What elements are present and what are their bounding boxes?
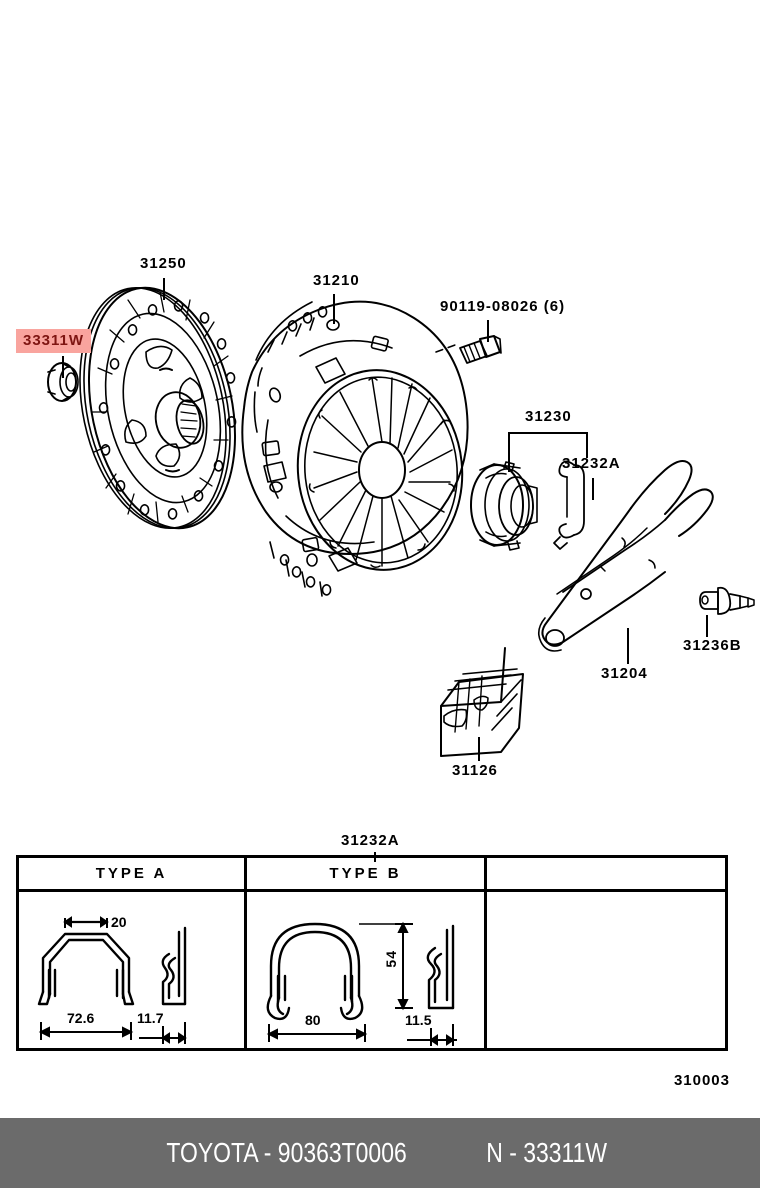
leader-31232a xyxy=(592,478,594,500)
leader-31126 xyxy=(478,737,480,761)
callout-31204[interactable]: 31204 xyxy=(601,665,648,682)
callout-31250[interactable]: 31250 xyxy=(140,255,187,272)
type-a-dim-72-6: 72.6 xyxy=(67,1010,95,1026)
empty-panel-header xyxy=(487,858,725,892)
type-a-header: TYPE A xyxy=(19,858,244,892)
empty-panel-body xyxy=(487,892,725,1048)
type-b-dim-11-5: 11.5 xyxy=(405,1012,432,1028)
type-a-dim-11-7: 11.7 xyxy=(137,1010,164,1026)
callout-31210[interactable]: 31210 xyxy=(313,272,360,289)
highlight-part-33311w[interactable]: 33311W xyxy=(16,329,92,353)
leader-31230-left xyxy=(508,432,510,472)
callout-31230[interactable]: 31230 xyxy=(525,408,572,425)
exploded-view-drawing xyxy=(47,286,755,757)
type-a-dim-20: 20 xyxy=(111,914,127,930)
table-cell-type-a: TYPE A xyxy=(19,858,247,1048)
part-31210-clutch-cover xyxy=(241,300,469,597)
part-31126-fork-boot xyxy=(440,647,524,757)
leader-33311w xyxy=(62,356,64,378)
type-variant-table: TYPE A xyxy=(16,855,728,1051)
leader-31250 xyxy=(163,278,165,300)
callout-31232a[interactable]: 31232A xyxy=(562,455,621,472)
leader-31230-bracket-top xyxy=(508,432,588,434)
callout-31126[interactable]: 31126 xyxy=(452,762,498,779)
leader-31210 xyxy=(333,294,335,324)
type-b-body: 54 80 11.5 xyxy=(247,892,484,1048)
type-a-body: 20 72.6 11.7 xyxy=(19,892,244,1048)
type-a-drawing xyxy=(37,916,187,1044)
footer-bar: TOYOTA - 90363T0006 N - 33311W xyxy=(0,1118,760,1188)
leader-31236b xyxy=(706,615,708,637)
leader-31230-right xyxy=(586,432,588,458)
table-cell-empty xyxy=(487,858,725,1048)
part-90119-08026-bolt xyxy=(435,335,502,364)
leader-90119-08026 xyxy=(487,320,489,342)
footer-brand-part: TOYOTA - 90363T0006 xyxy=(166,1137,407,1168)
leader-31204 xyxy=(627,628,629,664)
diagram-id: 310003 xyxy=(673,1072,730,1089)
type-b-dim-54: 54 xyxy=(383,950,399,968)
part-31232a-clip xyxy=(553,460,585,550)
part-31250-clutch-disc xyxy=(79,286,237,530)
type-b-drawing xyxy=(266,921,457,1046)
type-table-title: 31232A xyxy=(341,832,400,849)
part-31204-release-fork xyxy=(537,460,714,652)
callout-90119-08026[interactable]: 90119-08026 (6) xyxy=(440,298,566,315)
part-31230-release-bearing xyxy=(470,461,538,551)
part-31236b-pivot-stud xyxy=(699,586,755,615)
table-cell-type-b: TYPE B xyxy=(247,858,487,1048)
type-b-dim-80: 80 xyxy=(305,1012,321,1028)
footer-note-part: N - 33311W xyxy=(486,1137,607,1168)
callout-31236b[interactable]: 31236B xyxy=(683,637,742,654)
type-b-header: TYPE B xyxy=(247,858,484,892)
